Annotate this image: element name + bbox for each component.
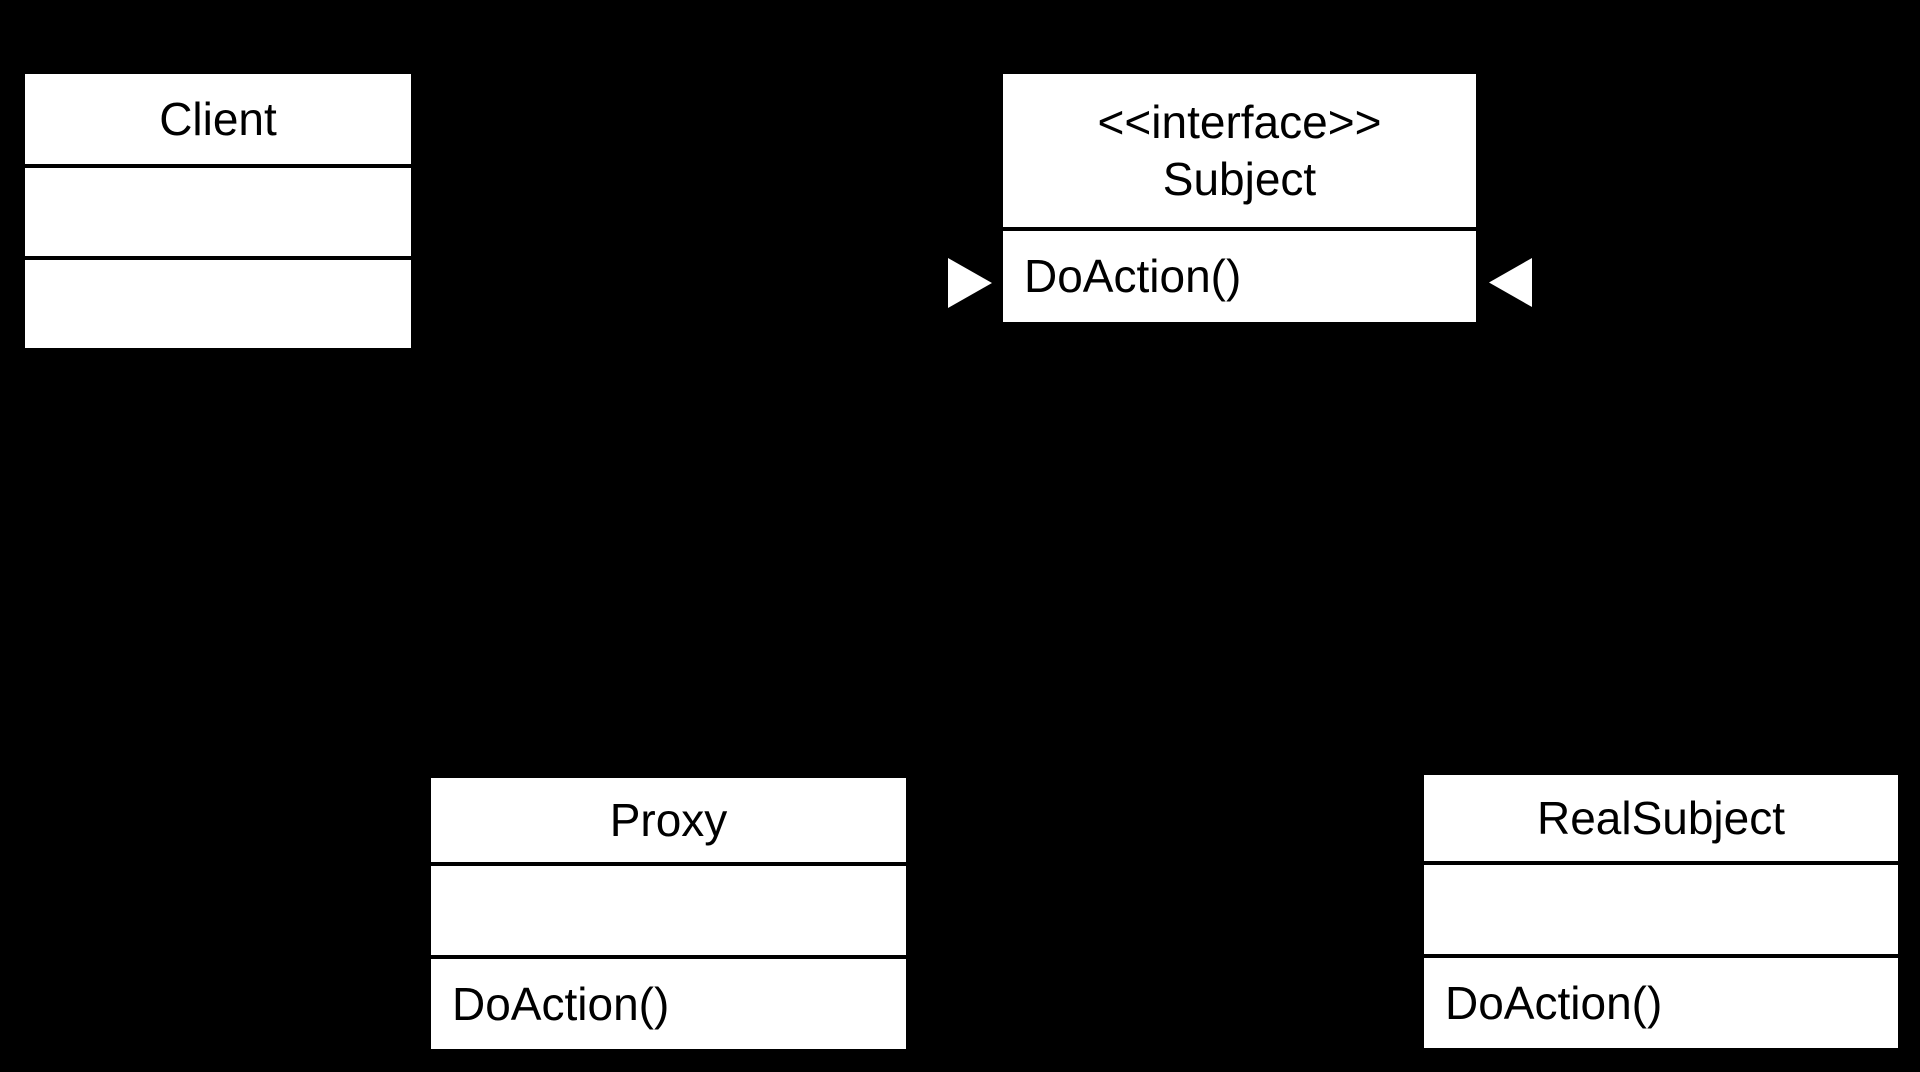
subject-stereotype: <<interface>>: [1097, 95, 1382, 148]
proxy-methods-compartment: DoAction(): [431, 955, 906, 1049]
subject-class-name: Subject: [1162, 152, 1317, 205]
proxy-name-compartment: Proxy: [431, 778, 906, 862]
class-box-realsubject: RealSubject DoAction(): [1422, 773, 1900, 1050]
subject-methods-compartment: DoAction(): [1003, 227, 1476, 322]
client-name-compartment: Client: [25, 74, 411, 164]
subject-name-compartment: <<interface>> Subject: [1003, 74, 1476, 227]
client-attributes-compartment: [25, 164, 411, 256]
proxy-class-name: Proxy: [609, 793, 728, 846]
subject-method-doaction: DoAction(): [1024, 250, 1242, 302]
client-class-name: Client: [159, 92, 277, 145]
realsubject-method-doaction: DoAction(): [1445, 976, 1663, 1029]
realsubject-methods-compartment: DoAction(): [1424, 954, 1898, 1048]
realsubject-name-compartment: RealSubject: [1424, 775, 1898, 861]
realsubject-class-name: RealSubject: [1536, 791, 1786, 844]
class-box-client: Client: [23, 72, 413, 350]
realsubject-attributes-compartment: [1424, 861, 1898, 954]
proxy-method-doaction: DoAction(): [452, 977, 670, 1030]
client-methods-compartment: [25, 256, 411, 348]
class-box-proxy: Proxy DoAction(): [429, 776, 908, 1051]
realization-arrowhead-left-icon: [1489, 258, 1532, 307]
class-box-subject-interface: <<interface>> Subject DoAction(): [1001, 72, 1478, 324]
realization-arrowhead-right-icon: [948, 258, 992, 308]
proxy-attributes-compartment: [431, 862, 906, 955]
